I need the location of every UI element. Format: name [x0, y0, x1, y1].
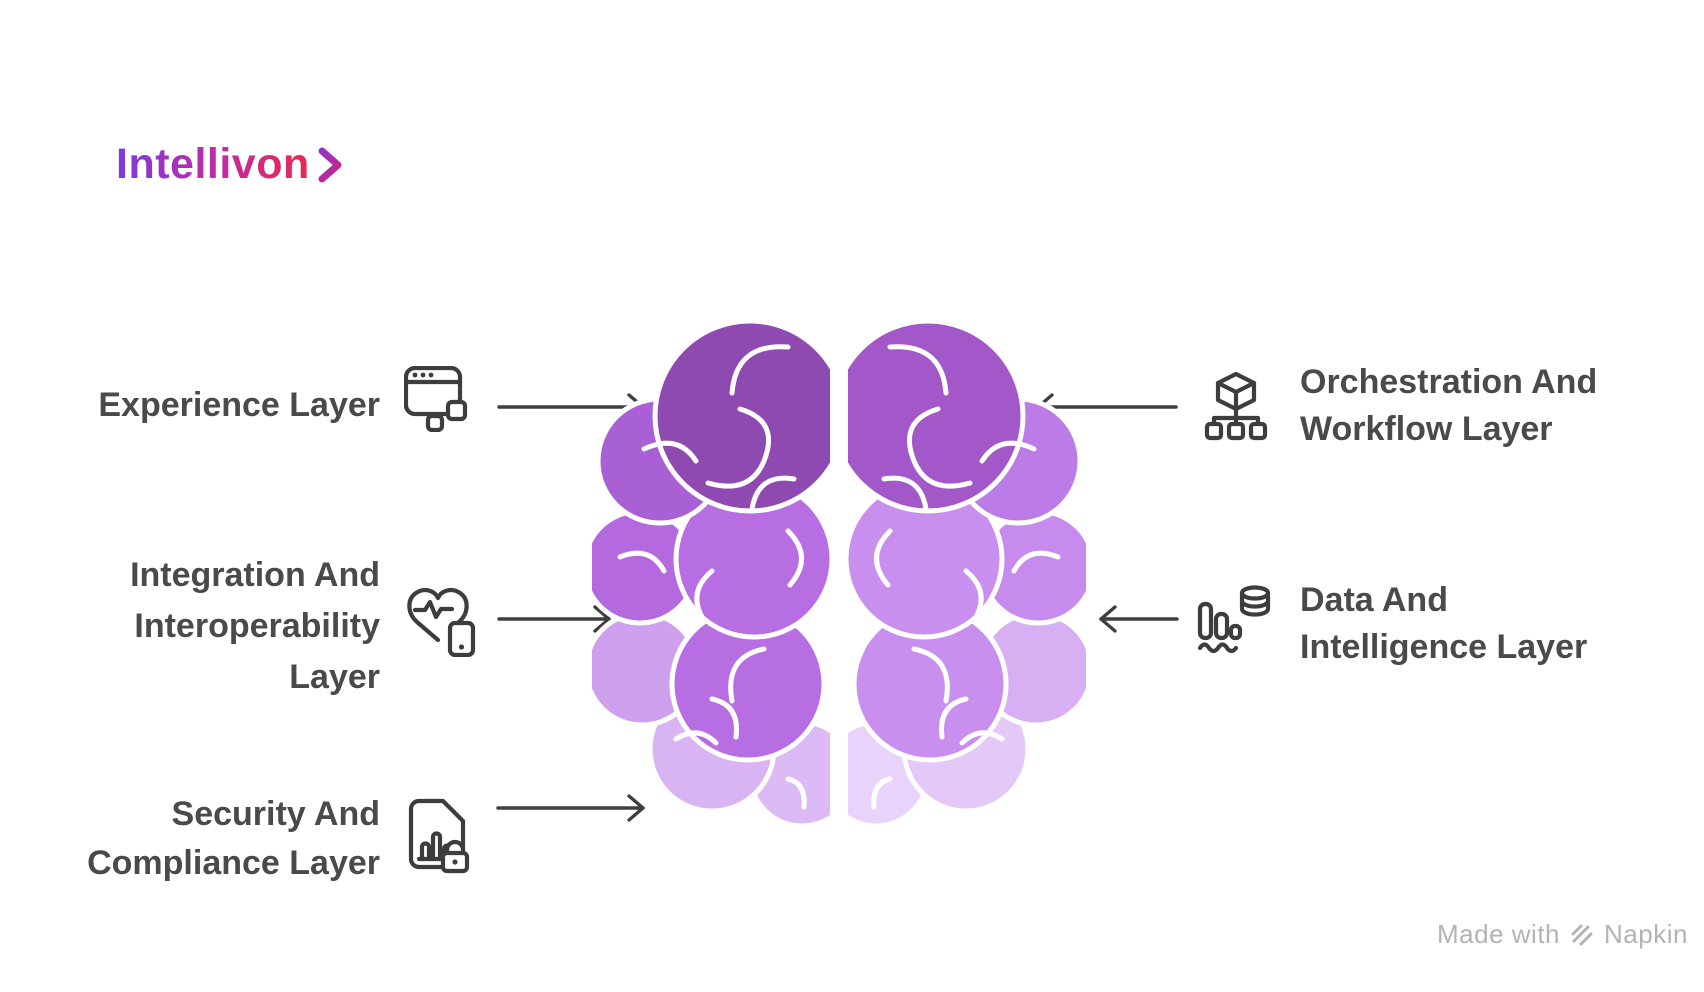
- label-line: Security And: [171, 795, 380, 833]
- heart-pulse-device-icon: [407, 588, 476, 657]
- brain-illustration: [592, 318, 1086, 829]
- label-line: Interoperability: [134, 607, 380, 645]
- brain-right-hemisphere: [848, 318, 1086, 829]
- label-line: Compliance Layer: [87, 844, 380, 882]
- napkin-logo-icon: [1571, 924, 1593, 945]
- label-line: Integration And: [130, 556, 380, 594]
- browser-window-icon: [404, 366, 468, 432]
- orchestration-layer-label: Orchestration And Workflow Layer: [1300, 359, 1660, 453]
- cube-org-chart-icon: [1204, 372, 1268, 441]
- label-line: Orchestration And: [1300, 363, 1598, 401]
- chevron-right-icon: [318, 147, 342, 182]
- label-line: Layer: [289, 658, 380, 696]
- arrow-left-data: [1099, 605, 1179, 633]
- bars-database-wave-icon: [1197, 585, 1271, 654]
- integration-layer-label: Integration And Interoperability Layer: [40, 550, 380, 703]
- label-line: Experience Layer: [98, 386, 380, 424]
- brand-logo: Intellivon: [116, 140, 346, 189]
- label-line: Intelligence Layer: [1300, 628, 1588, 666]
- made-with-text: Made with: [1437, 919, 1560, 949]
- arrow-right-security: [496, 794, 645, 822]
- label-line: Data And: [1300, 581, 1448, 619]
- brain-gyri: [617, 344, 807, 810]
- security-layer-label: Security And Compliance Layer: [40, 790, 380, 888]
- brain-gyri: [871, 344, 1061, 810]
- napkin-badge[interactable]: Made with Napkin: [1437, 919, 1688, 950]
- label-line: Workflow Layer: [1300, 410, 1553, 448]
- arrow-right-integration: [497, 605, 611, 633]
- data-layer-label: Data And Intelligence Layer: [1300, 577, 1660, 671]
- document-bars-lock-icon: [408, 798, 470, 874]
- brand-name: Intellivon: [116, 140, 310, 188]
- experience-layer-label: Experience Layer: [40, 383, 380, 427]
- brain-left-hemisphere: [592, 318, 830, 829]
- napkin-brand-text: Napkin: [1604, 919, 1688, 949]
